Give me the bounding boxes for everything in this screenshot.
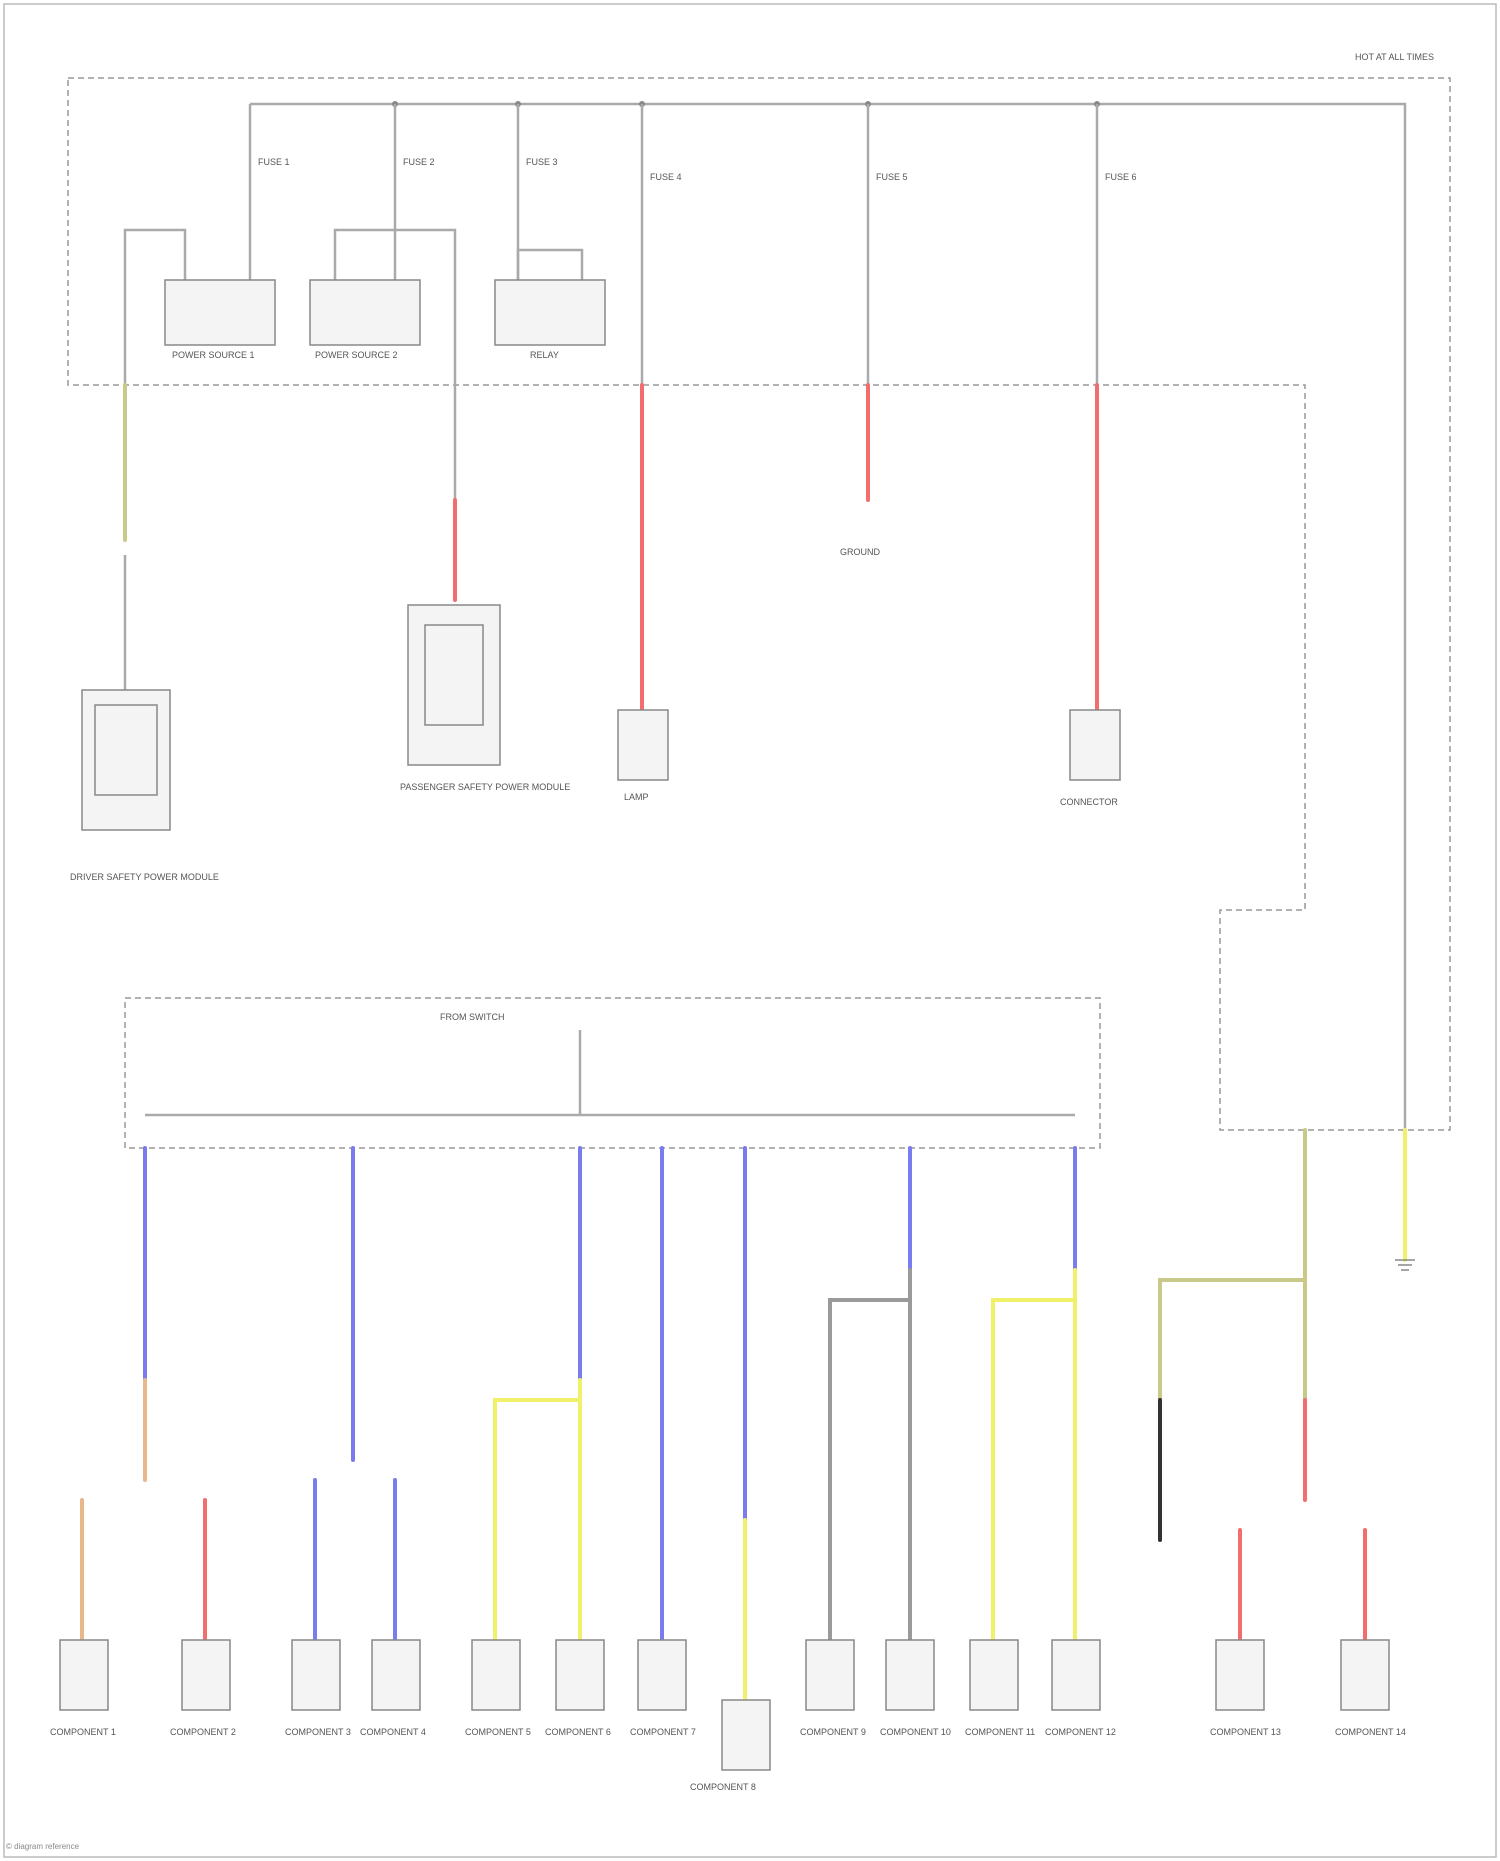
lower-loads: COMPONENT 1 COMPONENT 2 COMPONENT 3 COMP…: [50, 1640, 1406, 1792]
svg-text:COMPONENT 6: COMPONENT 6: [545, 1727, 611, 1737]
fuse-box-outline: [68, 78, 1450, 1130]
svg-text:POWER SOURCE 1: POWER SOURCE 1: [172, 350, 255, 360]
svg-text:POWER SOURCE 2: POWER SOURCE 2: [315, 350, 398, 360]
svg-text:COMPONENT 7: COMPONENT 7: [630, 1727, 696, 1737]
svg-text:PASSENGER SAFETY POWER MODULE: PASSENGER SAFETY POWER MODULE: [400, 782, 570, 792]
lower-header: FROM SWITCH: [440, 1012, 505, 1022]
svg-text:COMPONENT 12: COMPONENT 12: [1045, 1727, 1116, 1737]
svg-text:COMPONENT 5: COMPONENT 5: [465, 1727, 531, 1737]
svg-text:LAMP: LAMP: [624, 792, 649, 802]
fuse-labels: FUSE 1 FUSE 2 FUSE 3 FUSE 4 FUSE 5 FUSE …: [258, 157, 1137, 182]
top-components: POWER SOURCE 1 POWER SOURCE 2 RELAY: [125, 230, 605, 385]
lower-bus: [145, 1030, 1075, 1115]
lower-wires: [82, 1130, 1405, 1700]
lower-box-outline: [125, 998, 1100, 1148]
upper-wires: [125, 385, 1097, 710]
svg-text:FUSE 6: FUSE 6: [1105, 172, 1137, 182]
upper-loads: DRIVER SAFETY POWER MODULE PASSENGER SAF…: [70, 547, 1120, 882]
svg-text:COMPONENT 8: COMPONENT 8: [690, 1782, 756, 1792]
svg-text:FUSE 4: FUSE 4: [650, 172, 682, 182]
svg-text:CONNECTOR: CONNECTOR: [1060, 797, 1118, 807]
svg-text:DRIVER SAFETY POWER MODULE: DRIVER SAFETY POWER MODULE: [70, 872, 219, 882]
svg-text:GROUND: GROUND: [840, 547, 880, 557]
svg-text:RELAY: RELAY: [530, 350, 559, 360]
svg-text:FUSE 5: FUSE 5: [876, 172, 908, 182]
header-label: HOT AT ALL TIMES: [1355, 52, 1434, 62]
footer: © diagram reference: [6, 1842, 79, 1851]
svg-text:FUSE 2: FUSE 2: [403, 157, 435, 167]
svg-text:COMPONENT 11: COMPONENT 11: [965, 1727, 1035, 1737]
svg-text:COMPONENT 2: COMPONENT 2: [170, 1727, 236, 1737]
svg-text:FUSE 3: FUSE 3: [526, 157, 558, 167]
svg-text:FUSE 1: FUSE 1: [258, 157, 290, 167]
svg-text:COMPONENT 13: COMPONENT 13: [1210, 1727, 1281, 1737]
svg-text:COMPONENT 3: COMPONENT 3: [285, 1727, 351, 1737]
svg-text:COMPONENT 14: COMPONENT 14: [1335, 1727, 1406, 1737]
svg-text:COMPONENT 10: COMPONENT 10: [880, 1727, 951, 1737]
svg-text:COMPONENT 9: COMPONENT 9: [800, 1727, 866, 1737]
svg-text:COMPONENT 1: COMPONENT 1: [50, 1727, 116, 1737]
svg-text:COMPONENT 4: COMPONENT 4: [360, 1727, 426, 1737]
